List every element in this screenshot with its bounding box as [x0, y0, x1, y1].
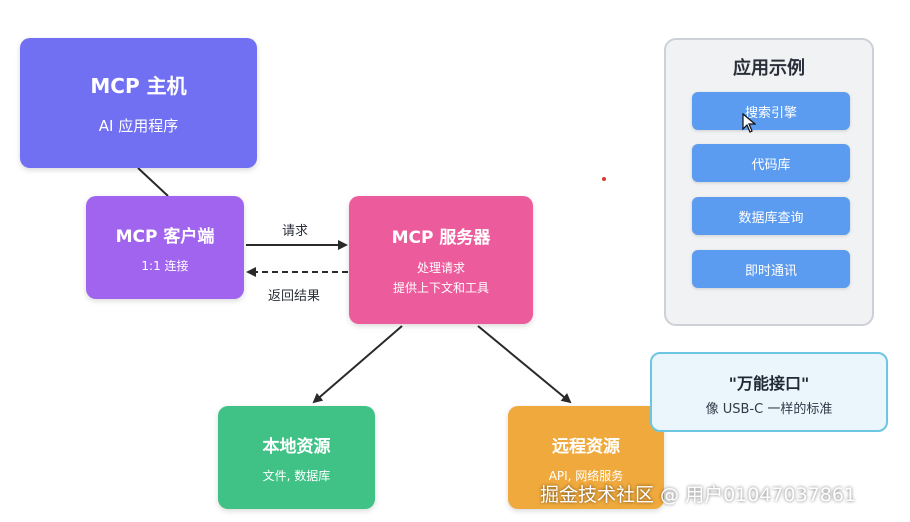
examples-panel: 应用示例 搜索引擎 代码库 数据库查询 即时通讯: [664, 38, 874, 326]
remote-resource-node: 远程资源 API, 网络服务: [508, 406, 664, 509]
mcp-host-title: MCP 主机: [90, 74, 187, 98]
example-code-repo[interactable]: 代码库: [692, 144, 850, 182]
mcp-host-node: MCP 主机 AI 应用程序: [20, 38, 257, 168]
host-client-link: [137, 167, 169, 197]
local-resource-node: 本地资源 文件, 数据库: [218, 406, 375, 509]
server-remote-arrow: [477, 325, 572, 404]
usb-c-subtitle: 像 USB-C 一样的标准: [705, 402, 833, 417]
response-label: 返回结果: [268, 289, 321, 304]
mcp-server-line2: 提供上下文和工具: [392, 280, 489, 295]
request-label: 请求: [282, 224, 309, 239]
example-instant-messaging[interactable]: 即时通讯: [692, 250, 850, 288]
local-resource-subtitle: 文件, 数据库: [262, 468, 331, 483]
mcp-host-subtitle: AI 应用程序: [98, 117, 179, 135]
mcp-client-title: MCP 客户端: [115, 226, 215, 247]
watermark-text: 掘金技术社区 @ 用户01047037861: [540, 484, 857, 506]
remote-resource-title: 远程资源: [552, 436, 620, 457]
usb-c-callout: "万能接口" 像 USB-C 一样的标准: [650, 352, 888, 432]
local-resource-title: 本地资源: [262, 436, 331, 457]
mcp-server-node: MCP 服务器 处理请求 提供上下文和工具: [349, 196, 533, 324]
remote-resource-subtitle: API, 网络服务: [548, 468, 624, 483]
server-local-arrow: [312, 325, 403, 404]
mouse-cursor-icon: [742, 113, 756, 133]
example-db-query[interactable]: 数据库查询: [692, 197, 850, 235]
mcp-server-line1: 处理请求: [416, 260, 465, 275]
example-search-engine[interactable]: 搜索引擎: [692, 92, 850, 130]
examples-heading: 应用示例: [733, 58, 805, 79]
mcp-client-node: MCP 客户端 1:1 连接: [86, 196, 244, 299]
red-dot-marker: [602, 177, 606, 181]
mcp-server-title: MCP 服务器: [391, 227, 491, 248]
usb-c-title: "万能接口": [728, 374, 810, 393]
mcp-client-subtitle: 1:1 连接: [141, 258, 189, 273]
